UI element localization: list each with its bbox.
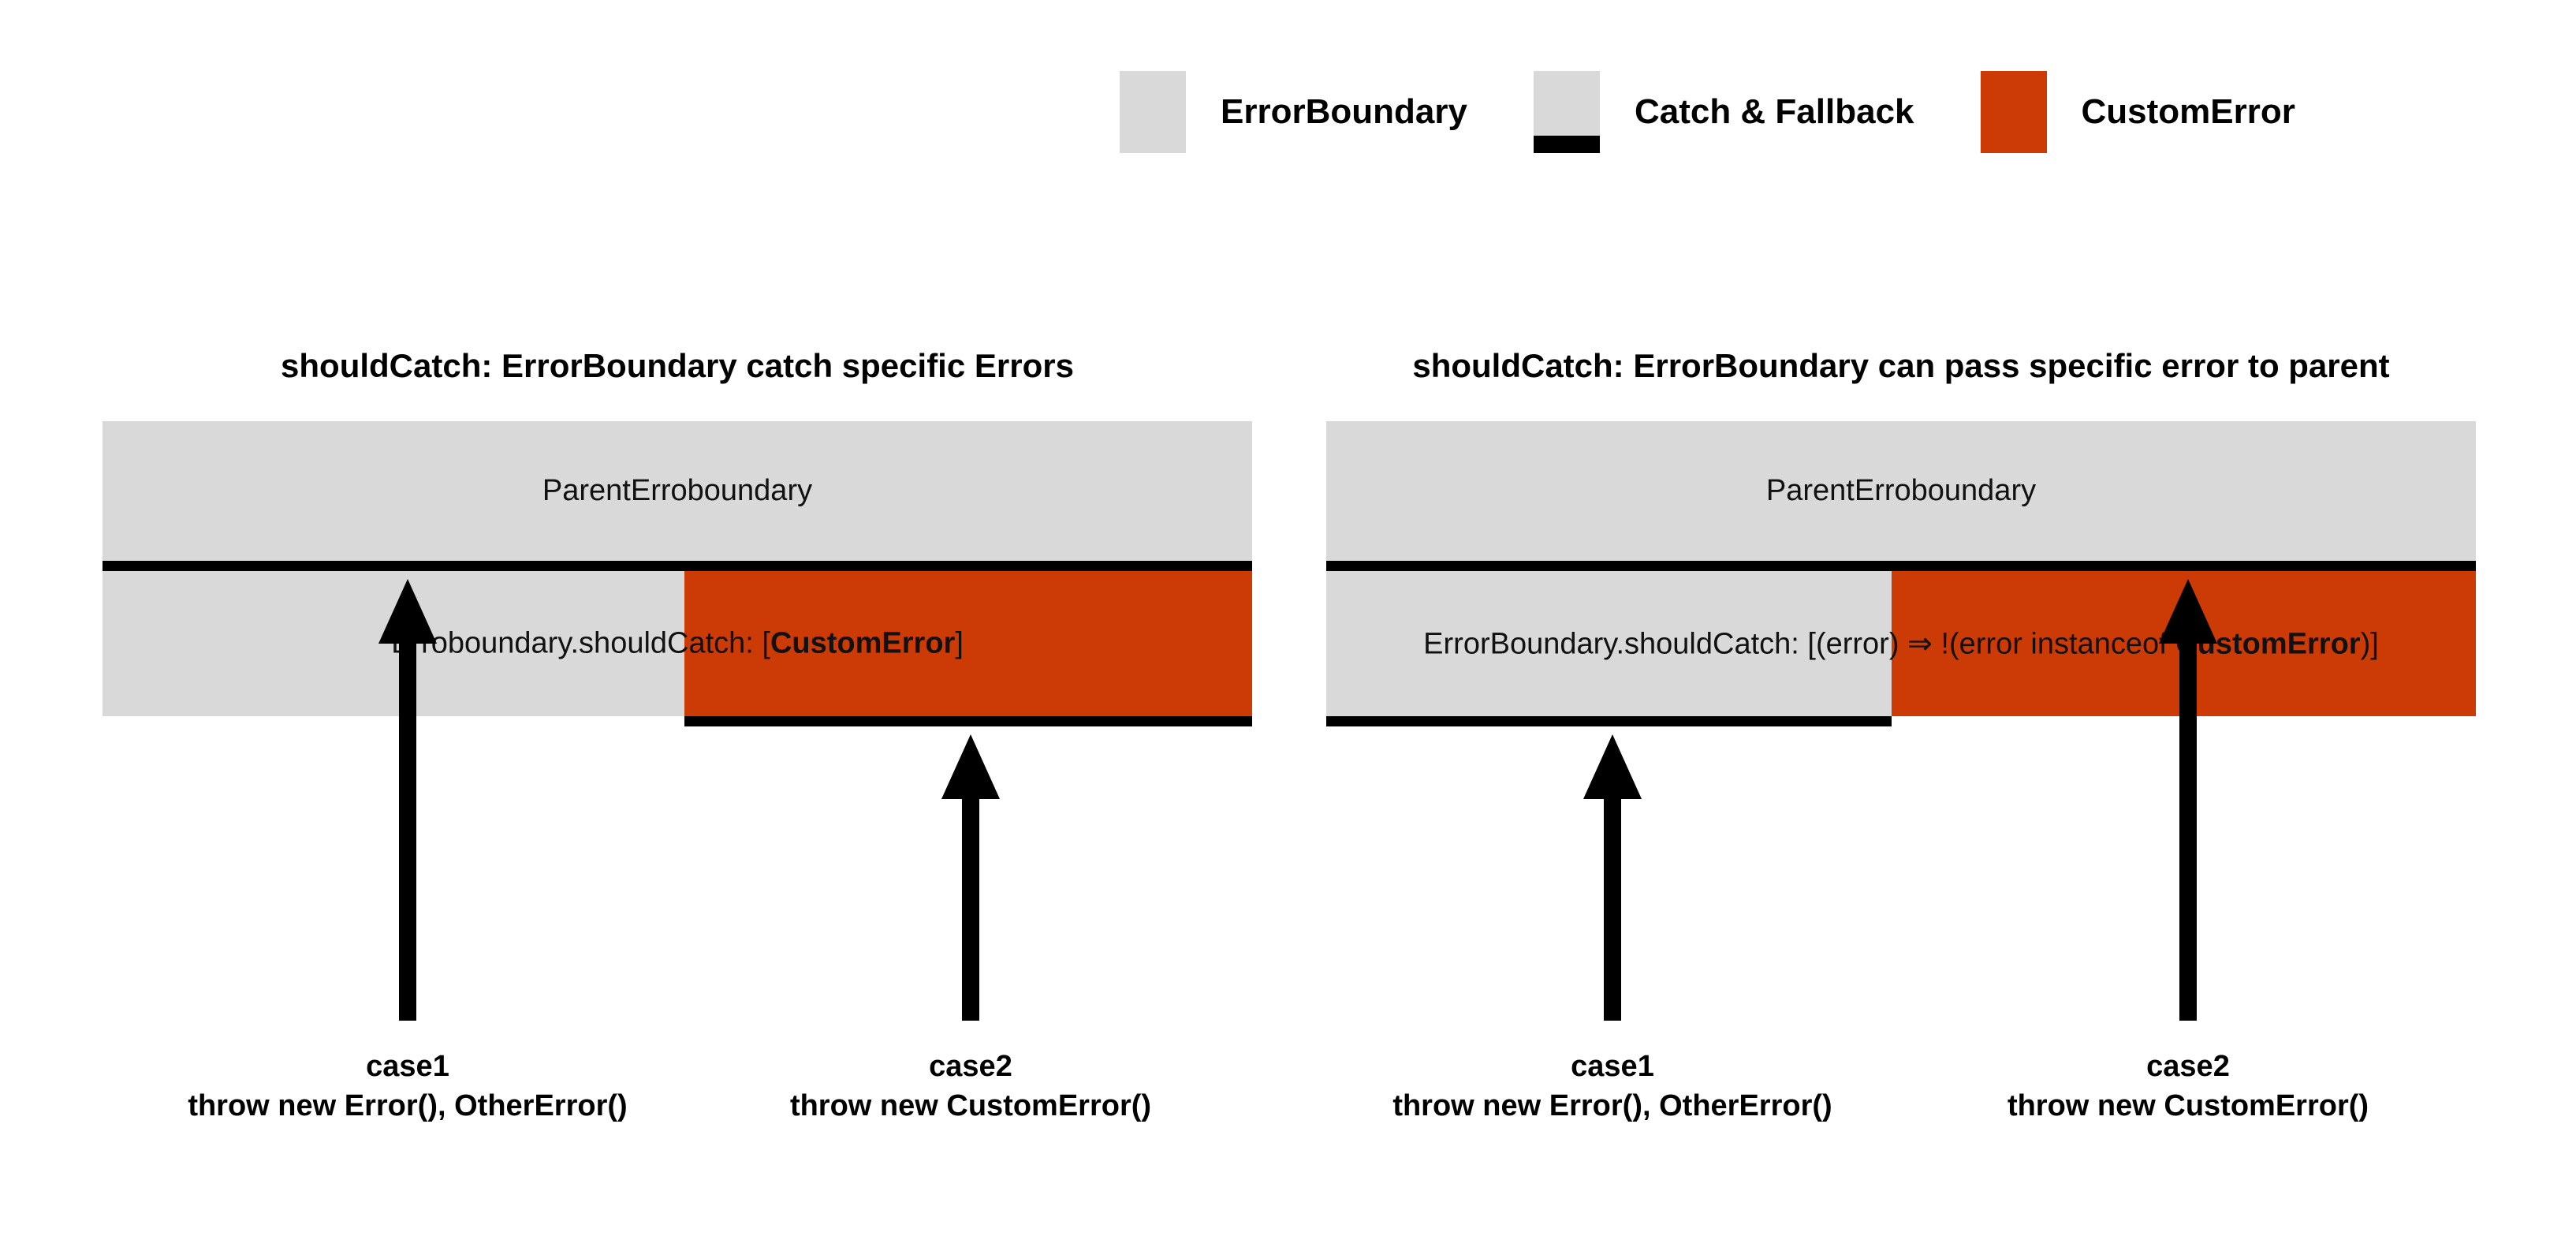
arrow-case1-right — [1583, 734, 1642, 1021]
case-label-case1-right: case1 throw new Error(), OtherError() — [1392, 1047, 1832, 1126]
bottom-bar-row-left — [103, 716, 1252, 726]
diagram-right: ParentErroboundary ErrorBoundary.shouldC… — [1326, 421, 2476, 726]
case2-code-left: throw new CustomError() — [789, 1089, 1152, 1123]
bottom-bar-row-right — [1326, 716, 2476, 726]
panel-title-right: shouldCatch: ErrorBoundary can pass spec… — [1412, 347, 2390, 384]
case2-name-left: case2 — [929, 1050, 1012, 1083]
orange-square-icon — [1980, 71, 2047, 153]
legend-label-customerror: CustomError — [2081, 92, 2295, 131]
arrow-case1-left — [378, 579, 437, 1021]
parent-errorboundary-box-left: ParentErroboundary — [103, 421, 1252, 561]
legend-item-customerror: CustomError — [1980, 71, 2295, 153]
catch-fallback-bar-top-left — [103, 561, 1252, 571]
case2-name-right: case2 — [2146, 1050, 2230, 1083]
panel-pass-specific-error-to-parent: shouldCatch: ErrorBoundary can pass spec… — [1326, 347, 2476, 726]
catch-fallback-bar-bottom-right — [1326, 716, 1892, 726]
case1-name-right: case1 — [1571, 1050, 1654, 1083]
case1-name-left: case1 — [366, 1050, 449, 1083]
legend-item-errorboundary: ErrorBoundary — [1120, 71, 1467, 153]
arrow-case2-right — [2159, 579, 2217, 1021]
child-segment-gray-right — [1326, 571, 1892, 716]
case2-code-right: throw new CustomError() — [2007, 1089, 2369, 1123]
case-label-case2-left: case2 throw new CustomError() — [790, 1047, 1151, 1126]
child-errorboundary-row-right: ErrorBoundary.shouldCatch: [(error) ⇒ !(… — [1326, 571, 2476, 716]
panel-title-left: shouldCatch: ErrorBoundary catch specifi… — [281, 347, 1074, 384]
parent-errorboundary-box-right: ParentErroboundary — [1326, 421, 2476, 561]
catch-fallback-bar-top-right — [1326, 561, 2476, 571]
case1-code-left: throw new Error(), OtherError() — [188, 1089, 628, 1123]
case-label-case1-left: case1 throw new Error(), OtherError() — [188, 1047, 627, 1126]
case-label-case2-right: case2 throw new CustomError() — [2007, 1047, 2369, 1126]
catch-fallback-bar-bottom-left — [684, 716, 1252, 726]
parent-errorboundary-label-right: ParentErroboundary — [1765, 474, 2037, 507]
panel-should-catch-specific-errors: shouldCatch: ErrorBoundary catch specifi… — [103, 347, 1252, 726]
parent-errorboundary-label-left: ParentErroboundary — [542, 474, 813, 507]
gray-square-with-black-bar-icon — [1533, 71, 1600, 153]
gray-square-icon — [1120, 71, 1186, 153]
case1-code-right: throw new Error(), OtherError() — [1392, 1089, 1832, 1123]
child-segment-orange-left — [684, 571, 1252, 716]
diagram-left: ParentErroboundary Erroboundary.shouldCa… — [103, 421, 1252, 726]
legend-item-catch-fallback: Catch & Fallback — [1533, 71, 1914, 153]
legend-label-errorboundary: ErrorBoundary — [1221, 92, 1467, 131]
child-errorboundary-row-left: Erroboundary.shouldCatch: [CustomError] — [103, 571, 1252, 716]
legend: ErrorBoundary Catch & Fallback CustomErr… — [1120, 71, 2295, 153]
arrow-case2-left — [941, 734, 1000, 1021]
legend-label-catch-fallback: Catch & Fallback — [1634, 92, 1914, 131]
